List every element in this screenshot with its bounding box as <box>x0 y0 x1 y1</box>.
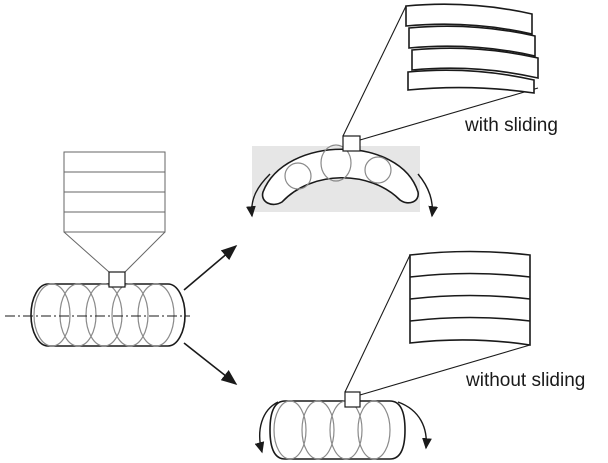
bent-pipe-rings <box>284 144 392 190</box>
cell-marker-original <box>108 271 126 288</box>
rotation-arrow-right-2 <box>397 401 432 450</box>
without-sliding-case: without sliding <box>254 250 585 460</box>
label-without-sliding: without sliding <box>465 370 585 391</box>
with-sliding-case: with sliding <box>246 3 558 218</box>
zoom-line-lower-2 <box>359 344 531 396</box>
zoom-line-lower <box>359 87 539 141</box>
rotation-arrow-left-2 <box>254 401 279 454</box>
arrow-to-no-sliding <box>183 342 238 385</box>
pipe-original <box>5 271 190 347</box>
cell-marker-no-sliding <box>344 391 361 408</box>
zoom-line-upper <box>342 5 407 137</box>
rotation-arrow-right <box>417 173 439 218</box>
funnel-lines <box>63 231 166 273</box>
cell-marker-sliding <box>342 135 361 152</box>
layer-stack-original <box>63 151 166 233</box>
original-assembly <box>5 151 190 347</box>
pipe-original-rings <box>33 283 175 347</box>
arrow-to-sliding <box>183 244 238 291</box>
layer-stack-intact <box>409 250 531 346</box>
rotation-arrow-left <box>246 173 271 218</box>
label-with-sliding: with sliding <box>464 115 558 136</box>
layer-stack-sliding <box>405 3 539 94</box>
zoom-line-upper-2 <box>344 254 411 393</box>
